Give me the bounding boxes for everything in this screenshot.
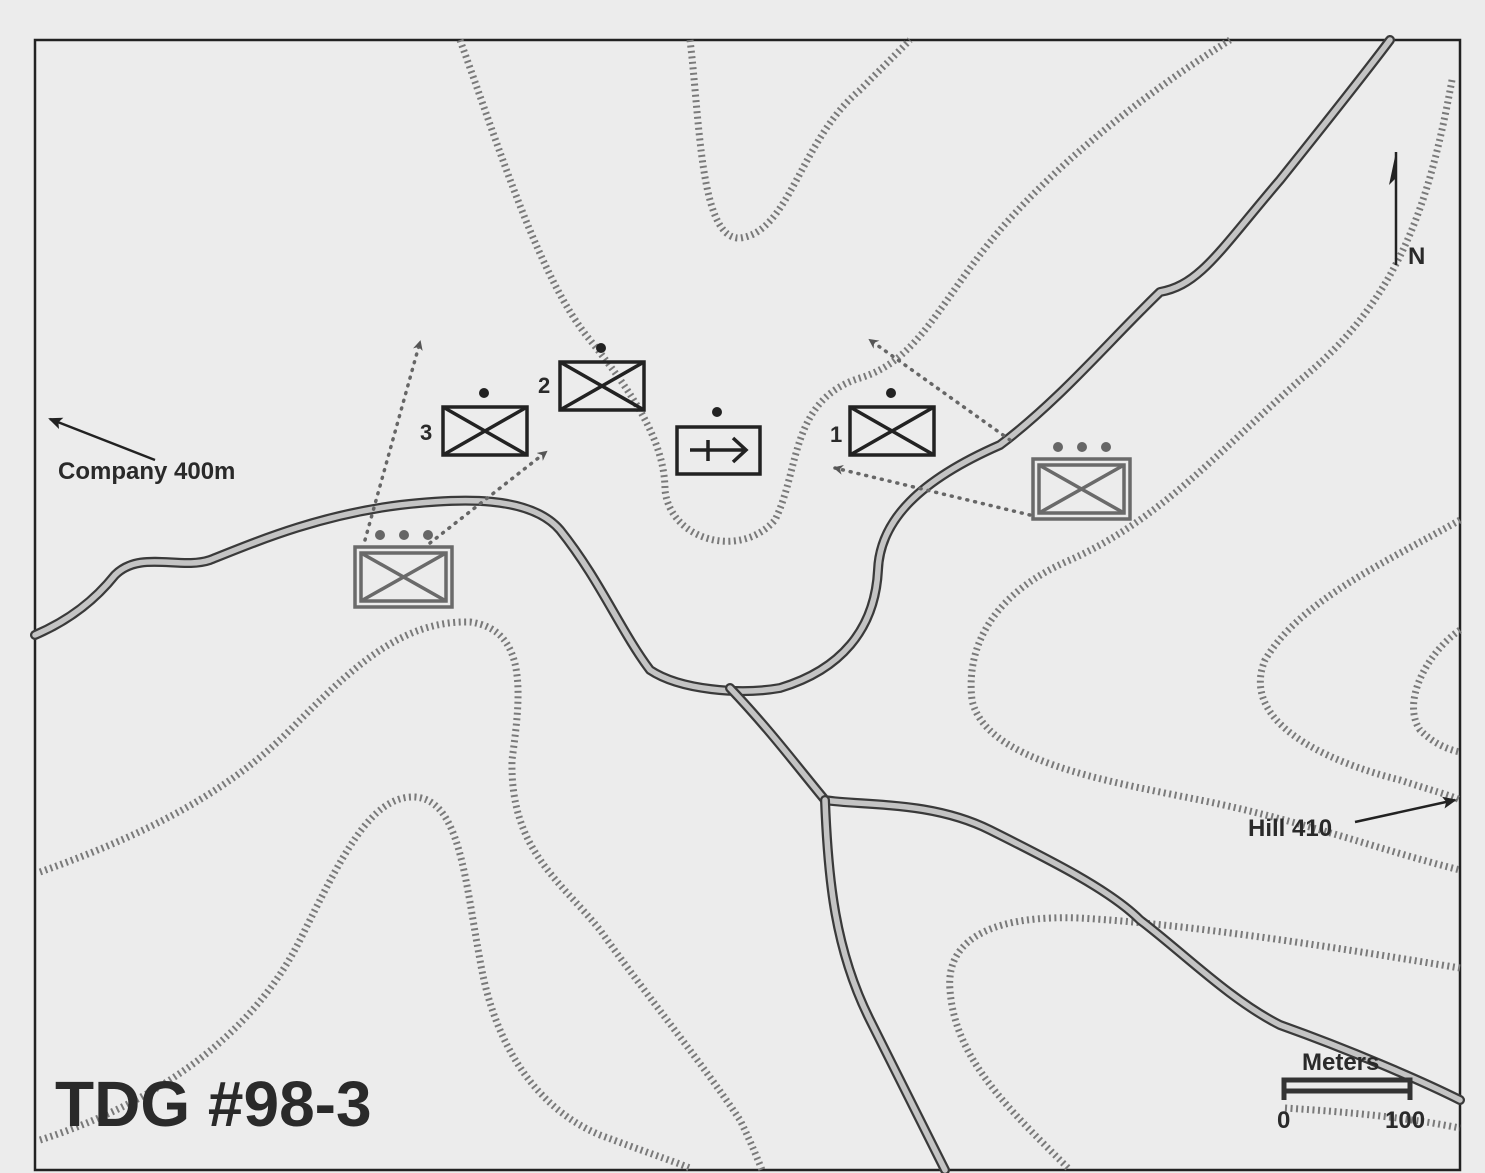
map-frame: [33, 38, 1462, 1172]
platoon-3-symbol[interactable]: [441, 388, 529, 457]
map-title: TDG #98-3: [55, 1068, 372, 1140]
north-arrow-icon: [1389, 152, 1398, 265]
road: [727, 685, 1463, 1103]
company-direction-arrow: [48, 417, 156, 462]
contour-line: [967, 79, 1461, 874]
scale-min: 0: [1277, 1107, 1290, 1134]
contour-line: [456, 37, 1232, 545]
contour-line: [38, 618, 766, 1172]
platoon-2-label: 2: [538, 373, 550, 398]
road: [822, 797, 948, 1173]
scale-title: Meters: [1302, 1049, 1379, 1076]
hill-direction-arrow: [1354, 796, 1457, 824]
platoon-2-symbol[interactable]: [558, 343, 646, 412]
contour-lines: [38, 37, 1463, 1173]
scale-max: 100: [1385, 1107, 1425, 1134]
company-unit-west-symbol[interactable]: [353, 530, 454, 609]
scale-bar: [1281, 1077, 1413, 1100]
roads: [30, 35, 1465, 1173]
hill-label: Hill 410: [1248, 815, 1332, 842]
company-unit-east-symbol[interactable]: [1031, 442, 1132, 521]
contour-line: [1256, 516, 1462, 804]
weapons-squad-symbol[interactable]: [675, 407, 762, 476]
company-distance-label: Company 400m: [58, 458, 235, 485]
contour-line: [1284, 1104, 1461, 1132]
north-label: N: [1408, 243, 1425, 270]
movement-arrow: [363, 340, 423, 542]
movement-arrow: [868, 338, 1012, 442]
movement-arrow: [833, 465, 1032, 517]
movement-arrows: [363, 338, 1032, 545]
platoon-1-label: 1: [830, 422, 842, 447]
platoon-3-label: 3: [420, 420, 432, 445]
contour-line: [946, 914, 1461, 1173]
contour-line: [686, 37, 913, 242]
movement-arrow: [428, 450, 548, 545]
road: [32, 37, 1393, 694]
contour-line: [1410, 627, 1463, 756]
platoon-1-symbol[interactable]: [848, 388, 936, 457]
